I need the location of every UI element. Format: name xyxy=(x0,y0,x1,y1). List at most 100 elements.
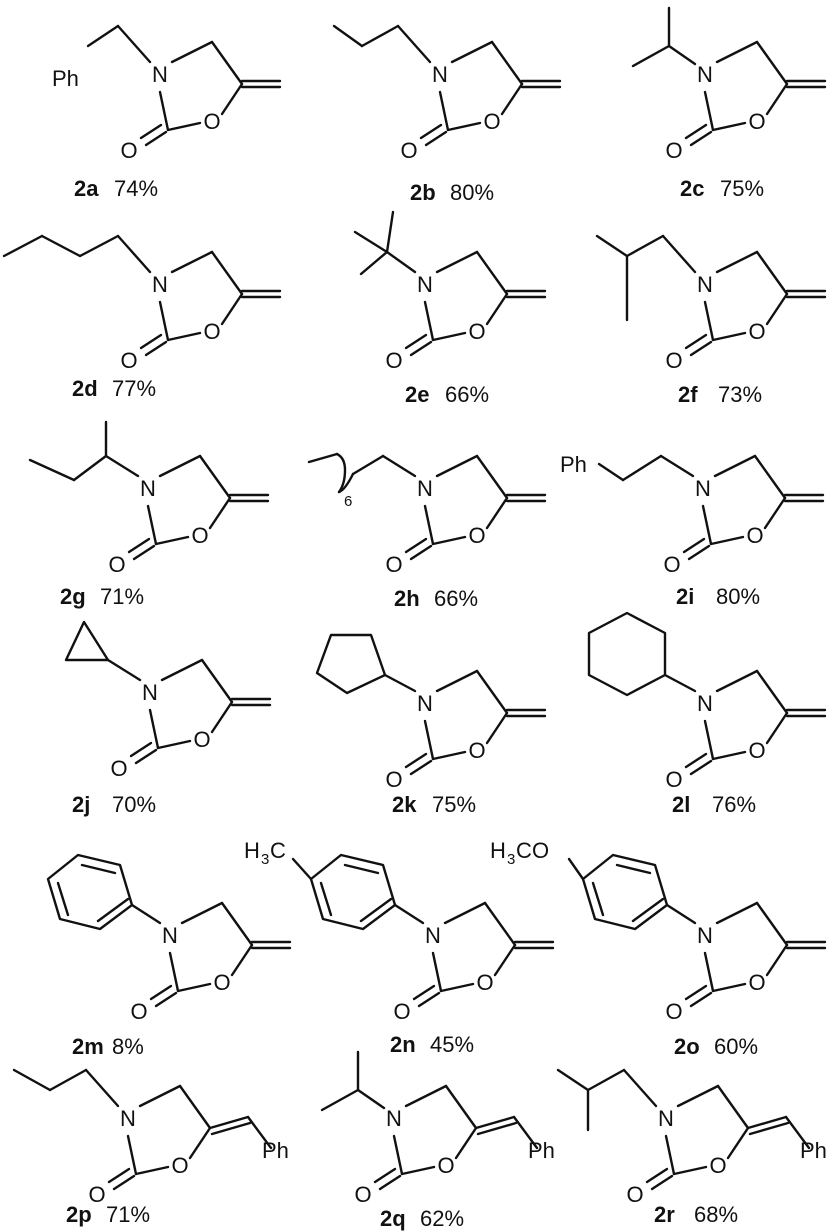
compound-2d xyxy=(2,234,282,357)
carbonyl-oxygen-atom: O xyxy=(665,348,682,373)
nitrogen-atom: N xyxy=(417,691,433,716)
carbonyl-oxygen-atom: O xyxy=(108,552,125,577)
compound-yield: 74% xyxy=(114,176,158,201)
phenyl-label: Ph xyxy=(262,1138,289,1163)
compound-2n xyxy=(291,853,555,1008)
compound-2f xyxy=(595,234,827,357)
compound-id: 2q xyxy=(380,1206,406,1231)
compound-id: 2h xyxy=(394,586,420,611)
ring-oxygen-atom: O xyxy=(437,1153,454,1178)
compound-id: 2f xyxy=(678,382,698,407)
nitrogen-atom: N xyxy=(697,272,713,297)
ring-oxygen-atom: O xyxy=(476,970,493,995)
compound-yield: 75% xyxy=(720,176,764,201)
compound-2j xyxy=(64,620,272,765)
ring-oxygen-atom: O xyxy=(748,109,765,134)
methyl-subscript: 3 xyxy=(261,851,269,868)
carbonyl-oxygen-atom: O xyxy=(393,999,410,1024)
compound-2k xyxy=(315,633,547,776)
phenyl-label: Ph xyxy=(560,452,587,477)
nitrogen-atom: N xyxy=(120,1106,136,1131)
compound-yield: 80% xyxy=(716,584,760,609)
nitrogen-atom: N xyxy=(417,272,433,297)
carbonyl-oxygen-atom: O xyxy=(385,348,402,373)
nitrogen-atom: N xyxy=(142,680,158,705)
compound-yield: 73% xyxy=(718,382,762,407)
compound-label-2i: 2i 80% xyxy=(676,584,760,609)
carbonyl-oxygen-atom: O xyxy=(120,138,137,163)
compound-label-2q: 2q 62% xyxy=(380,1206,464,1231)
ring-oxygen-atom: O xyxy=(203,319,220,344)
carbonyl-oxygen-atom: O xyxy=(88,1182,105,1207)
carbonyl-oxygen-atom: O xyxy=(385,552,402,577)
nitrogen-atom: N xyxy=(695,476,711,501)
compound-label-2h: 2h 66% xyxy=(394,586,478,611)
repeat-count-label: 6 xyxy=(344,493,352,510)
compound-id: 2p xyxy=(66,1202,92,1227)
compound-2g xyxy=(28,420,270,561)
compound-id: 2m xyxy=(72,1034,104,1059)
compound-id: 2j xyxy=(72,792,90,817)
ring-oxygen-atom: O xyxy=(191,523,208,548)
compound-yield: 70% xyxy=(112,792,156,817)
compound-label-2b: 2b 80% xyxy=(410,180,494,205)
compound-yield: 77% xyxy=(112,376,156,401)
nitrogen-atom: N xyxy=(658,1106,674,1131)
atom-labels: NOONOONOONOONOONOONOONOONOONOONOONOONOON… xyxy=(52,62,827,1207)
compound-yield: 68% xyxy=(694,1202,738,1227)
compound-yield: 80% xyxy=(450,180,494,205)
carbonyl-oxygen-atom: O xyxy=(120,348,137,373)
ring-oxygen-atom: O xyxy=(468,319,485,344)
compound-2b xyxy=(332,24,562,147)
ring-oxygen-atom: O xyxy=(203,109,220,134)
compound-yield: 60% xyxy=(714,1034,758,1059)
nitrogen-atom: N xyxy=(432,62,448,87)
ring-oxygen-atom: O xyxy=(213,970,230,995)
compound-label-2a: 2a 74% xyxy=(74,176,158,201)
compound-yield: 66% xyxy=(434,586,478,611)
compound-id: 2g xyxy=(60,584,86,609)
carbonyl-oxygen-atom: O xyxy=(130,999,147,1024)
ring-oxygen-atom: O xyxy=(468,523,485,548)
compound-id: 2l xyxy=(672,792,690,817)
carbonyl-oxygen-atom: O xyxy=(665,999,682,1024)
compound-2i xyxy=(597,454,825,561)
carbonyl-oxygen-atom: O xyxy=(665,138,682,163)
ring-oxygen-atom: O xyxy=(748,319,765,344)
compound-id: 2n xyxy=(390,1032,416,1057)
methyl-h-label: H xyxy=(244,838,260,863)
phenyl-label: Ph xyxy=(52,66,79,91)
methoxy-o-label: O xyxy=(532,838,549,863)
compound-id: 2r xyxy=(654,1202,675,1227)
carbonyl-oxygen-atom: O xyxy=(400,138,417,163)
compound-2h xyxy=(307,452,547,561)
compound-2m xyxy=(46,853,292,1008)
carbonyl-oxygen-atom: O xyxy=(665,767,682,792)
carbonyl-oxygen-atom: O xyxy=(663,552,680,577)
ring-oxygen-atom: O xyxy=(193,727,210,752)
compound-label-2r: 2r 68% xyxy=(654,1202,738,1227)
compound-label-2f: 2f 73% xyxy=(678,382,762,407)
compound-yield: 62% xyxy=(420,1206,464,1231)
compound-id: 2a xyxy=(74,176,99,201)
compound-2p xyxy=(12,1068,273,1191)
methoxy-h-label: H xyxy=(490,838,506,863)
compound-id: 2i xyxy=(676,584,694,609)
compound-label-2j: 2j 70% xyxy=(72,792,156,817)
methyl-c-label: C xyxy=(270,838,286,863)
nitrogen-atom: N xyxy=(425,923,441,948)
nitrogen-atom: N xyxy=(697,923,713,948)
carbonyl-oxygen-atom: O xyxy=(354,1182,371,1207)
carbonyl-oxygen-atom: O xyxy=(385,767,402,792)
compound-2c xyxy=(631,6,827,147)
carbonyl-oxygen-atom: O xyxy=(110,756,127,781)
compound-id: 2b xyxy=(410,180,436,205)
carbonyl-oxygen-atom: O xyxy=(626,1182,643,1207)
nitrogen-atom: N xyxy=(162,923,178,948)
methoxy-c-label: C xyxy=(516,838,532,863)
